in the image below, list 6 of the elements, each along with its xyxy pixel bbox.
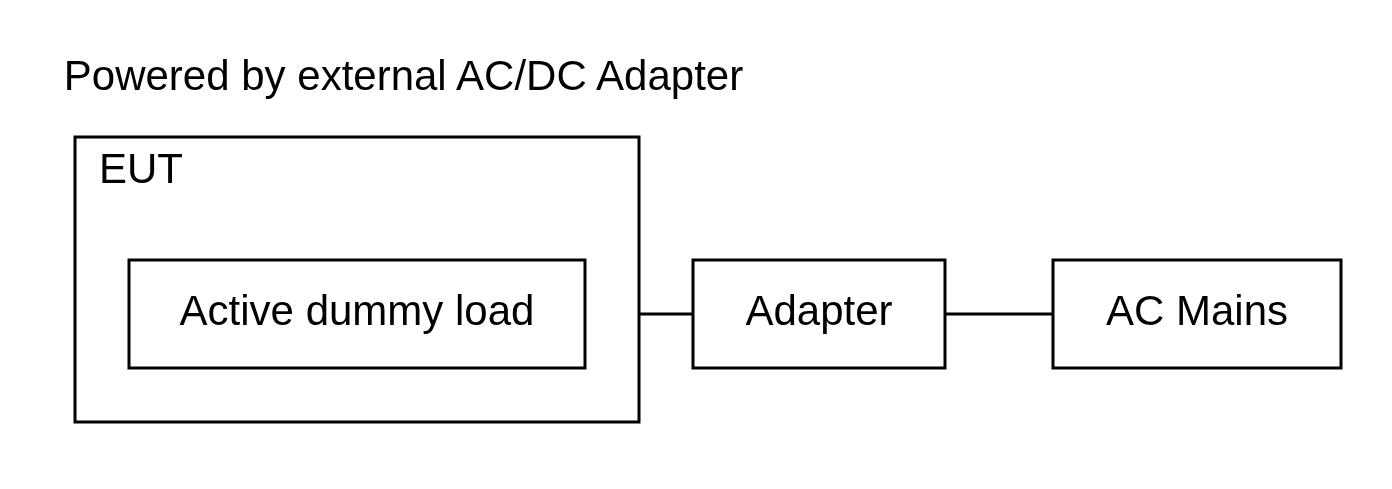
node-box: Adapter — [691, 258, 947, 369]
node-box: AC Mains — [1051, 258, 1343, 369]
diagram-title: Powered by external AC/DC Adapter — [63, 51, 744, 99]
connector — [945, 312, 1053, 315]
node-box: Active dummy load — [127, 258, 587, 369]
connector — [639, 312, 693, 315]
